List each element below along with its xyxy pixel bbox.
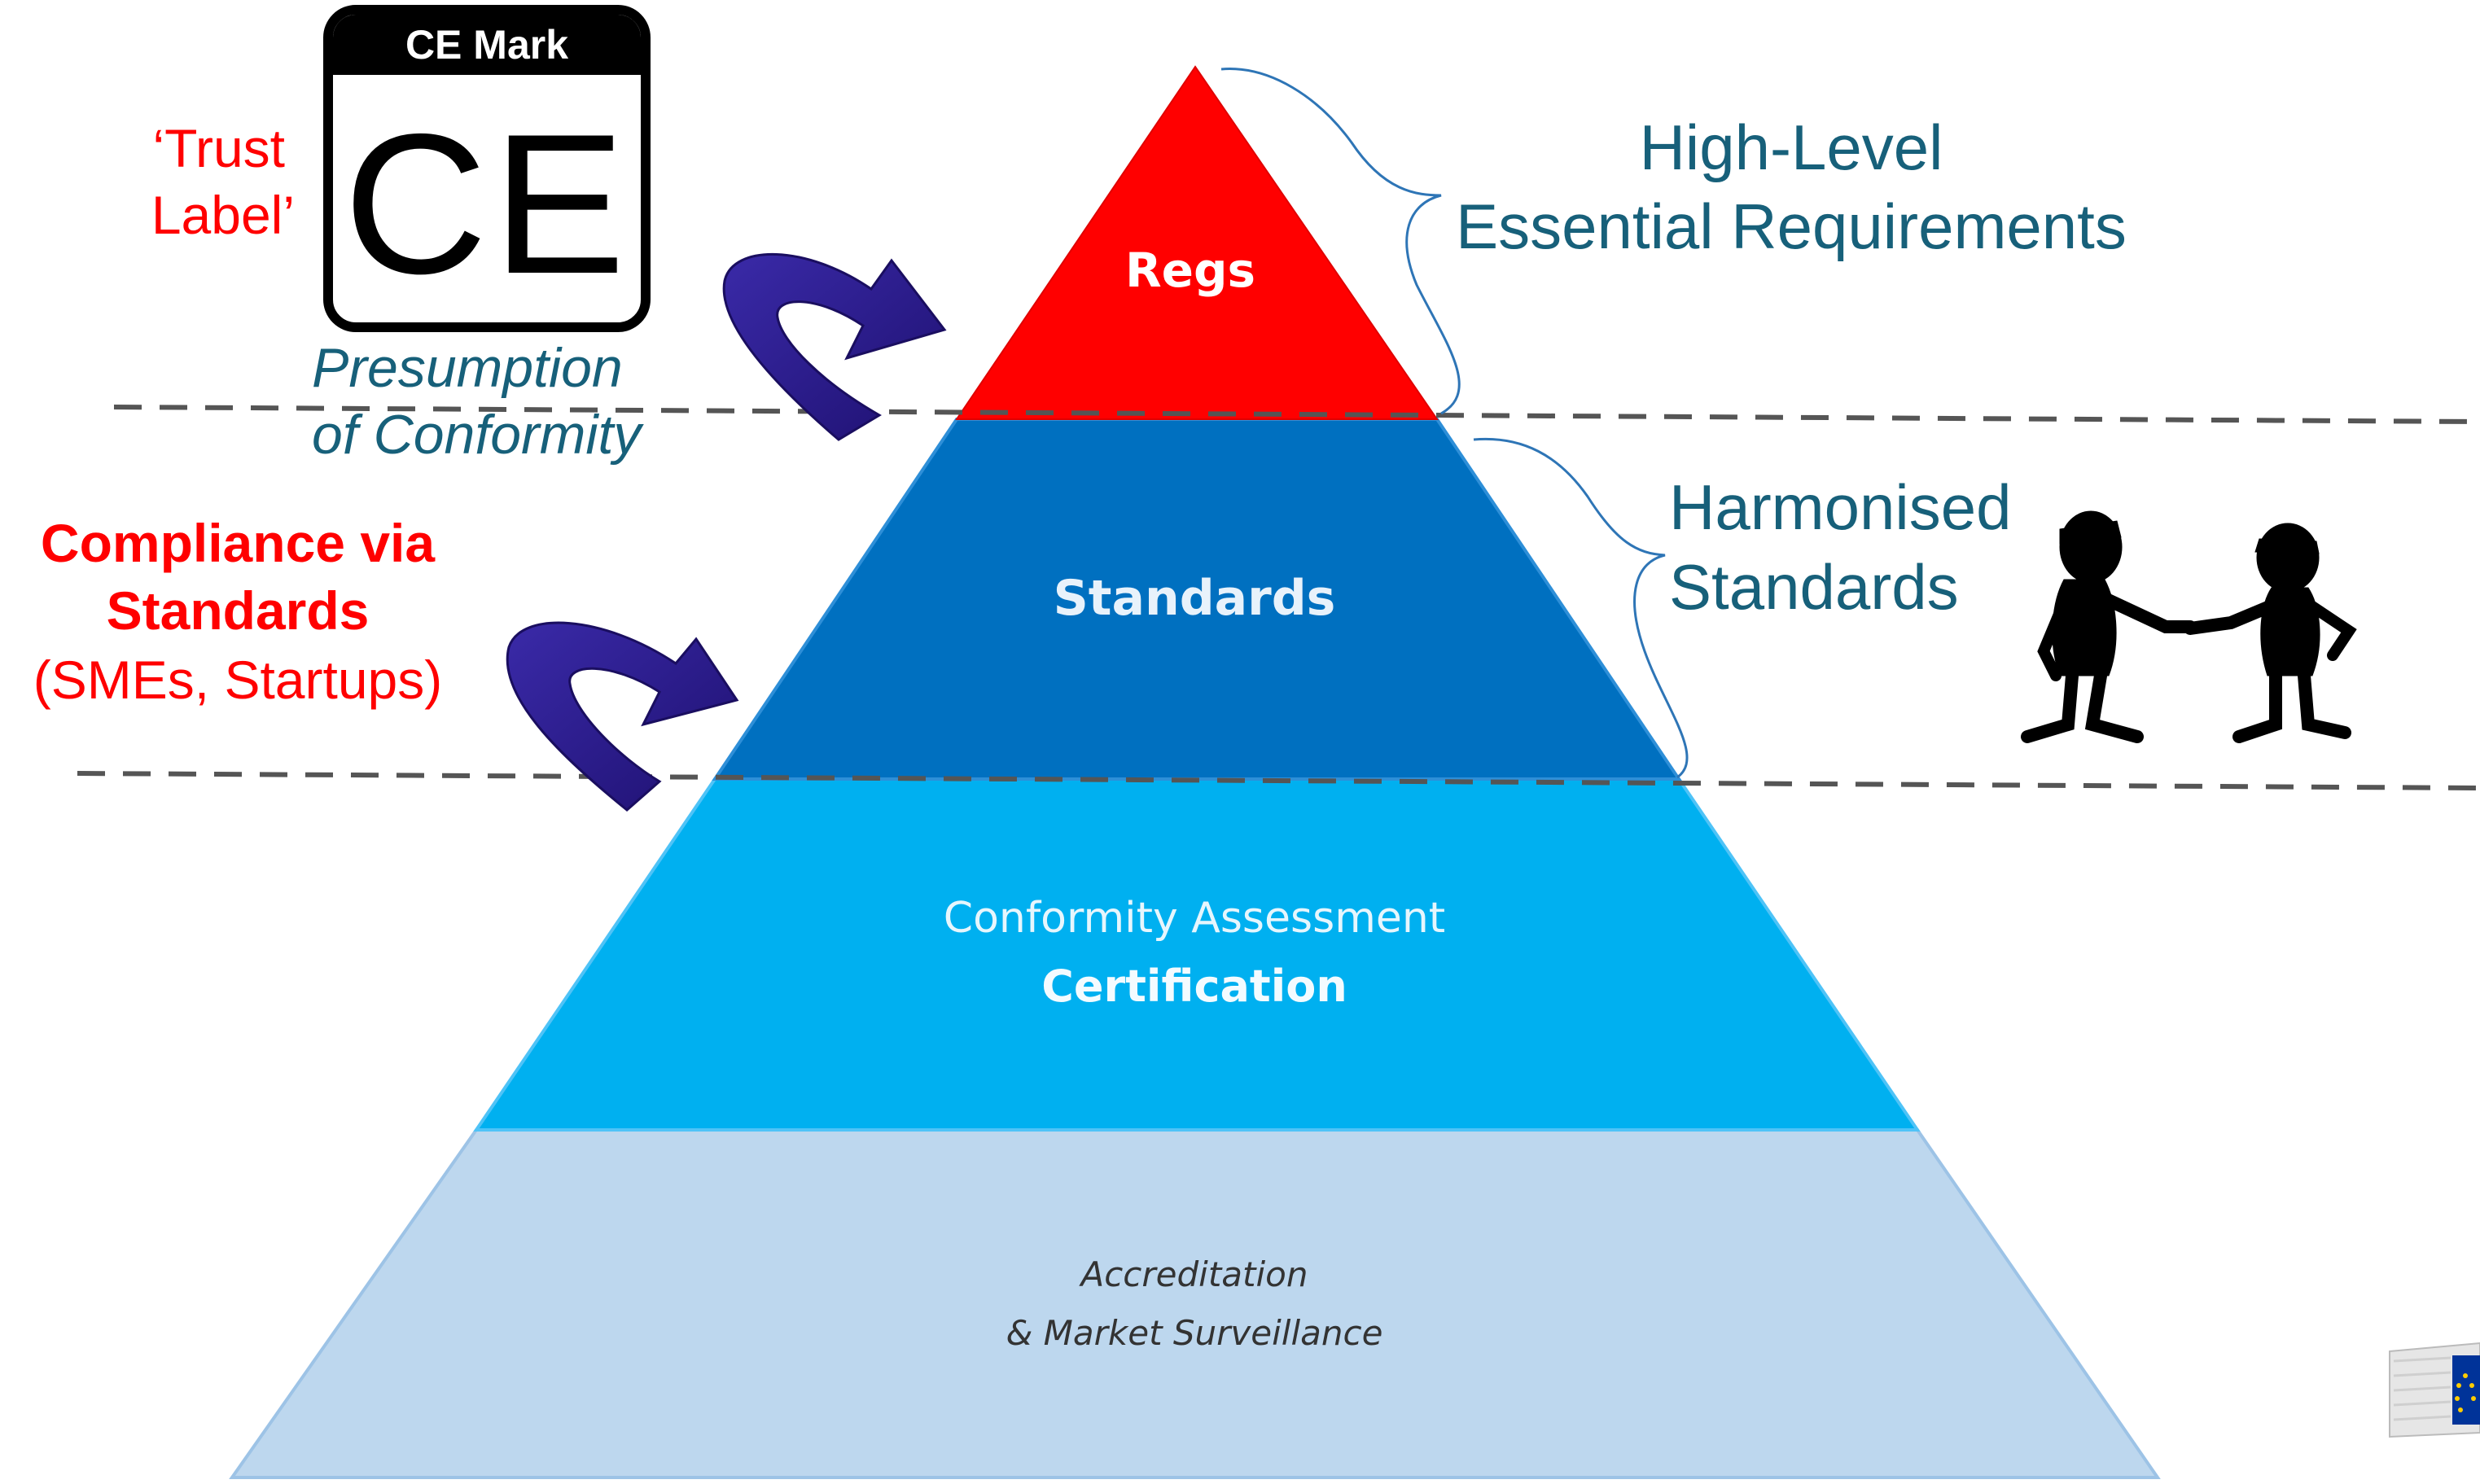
brace-icon	[1220, 68, 1461, 415]
presumption-line1: Presumption	[312, 337, 623, 399]
ce-mark-logo: CE Mark CE	[323, 5, 651, 332]
market-surveillance-label: & Market Surveillance	[1006, 1313, 1383, 1353]
pyramid	[229, 65, 2161, 1479]
pyramid-layer-conformity	[473, 777, 1921, 1132]
brace-icon	[1473, 437, 1689, 779]
ce-mark-header: CE Mark	[405, 22, 568, 68]
handshake-figures-icon	[2021, 510, 2357, 743]
harmonised-standards-label: Standards	[1669, 551, 1959, 623]
separator-line-bottom	[77, 771, 2480, 790]
trust-label-line2: Label’	[151, 185, 295, 245]
curved-arrow-icon	[506, 621, 739, 812]
standards-label: Standards	[1054, 570, 1336, 627]
pyramid-layer-regs	[955, 65, 1439, 420]
compliance-line3: (SMEs, Startups)	[33, 650, 442, 710]
regs-label: Regs	[1125, 243, 1255, 298]
presumption-line2: of Conformity	[312, 404, 644, 466]
eu-commission-logo-icon	[2389, 1342, 2480, 1438]
high-level-label: High-Level	[1640, 112, 1943, 183]
accreditation-label: Accreditation	[1078, 1254, 1308, 1294]
conformity-assessment-label: Conformity Assessment	[944, 894, 1445, 943]
certification-label: Certification	[1041, 961, 1347, 1012]
pyramid-layer-accreditation	[229, 1128, 2161, 1479]
curved-arrow-icon	[722, 253, 947, 441]
ce-symbol: CE	[344, 92, 630, 315]
essential-requirements-label: Essential Requirements	[1456, 190, 2127, 262]
separator-line-top	[113, 405, 2480, 424]
compliance-line1: Compliance via	[41, 513, 436, 573]
harmonised-label: Harmonised	[1669, 471, 2012, 543]
compliance-line2: Standards	[107, 580, 370, 641]
trust-label-line1: ‘Trust	[152, 118, 285, 178]
